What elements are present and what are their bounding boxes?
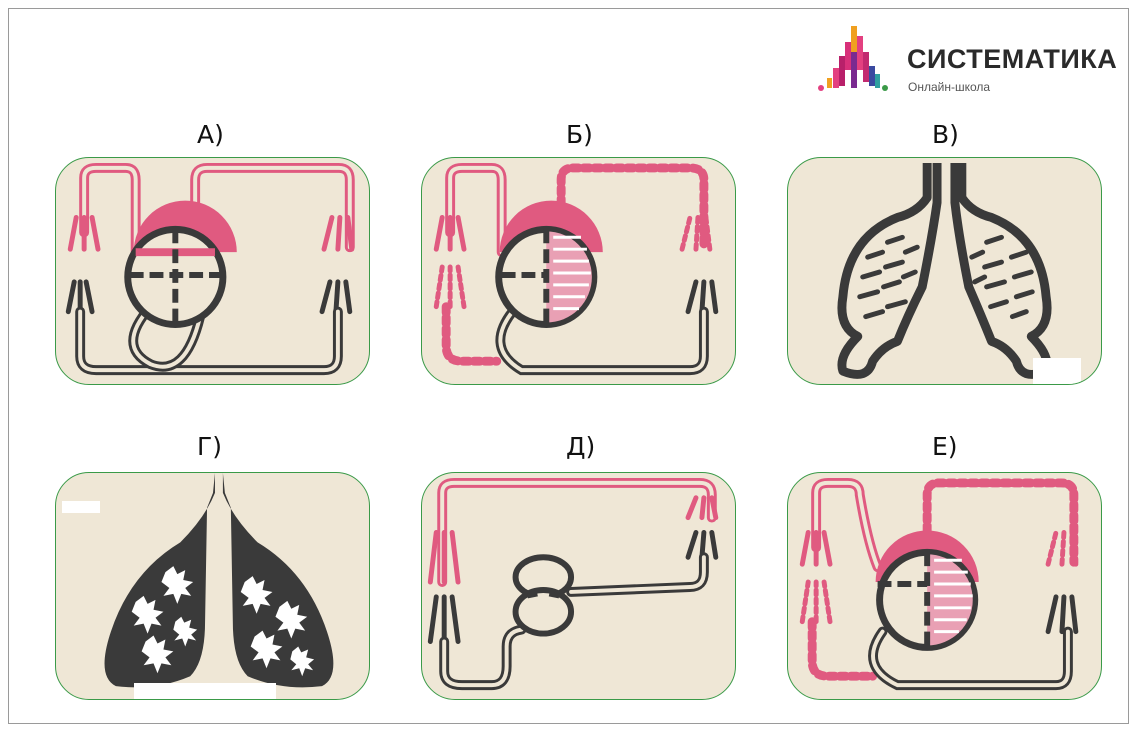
white-mask-d-top <box>62 501 100 513</box>
lungs-diagram-g <box>56 473 369 699</box>
brand-header: СИСТЕМАТИКА Онлайн-школа <box>815 22 1125 98</box>
panel-e-incomplete-septum-heart <box>787 472 1102 700</box>
panel-label-v: В) <box>932 120 959 149</box>
circulation-diagram-a <box>56 158 369 384</box>
brand-subtitle: Онлайн-школа <box>908 80 990 94</box>
panel-a-four-chamber-heart <box>55 157 370 385</box>
brand-name: СИСТЕМАТИКА <box>907 44 1117 75</box>
systematika-logo-icon <box>815 22 890 96</box>
panel-b-three-chamber-heart <box>421 157 736 385</box>
panel-g-complex-lungs <box>55 472 370 700</box>
panel-label-g: Г) <box>197 432 222 461</box>
white-mask-c <box>1033 358 1081 384</box>
lungs-diagram-v <box>788 158 1101 384</box>
panel-label-a: А) <box>197 120 224 149</box>
circulation-diagram-b <box>422 158 735 384</box>
circulation-diagram-d <box>422 473 735 699</box>
panel-label-e: Е) <box>932 432 958 461</box>
panel-label-b: Б) <box>566 120 593 149</box>
panel-d-two-chamber-heart <box>421 472 736 700</box>
panel-v-simple-lungs <box>787 157 1102 385</box>
circulation-diagram-e <box>788 473 1101 699</box>
white-mask-d-bottom <box>134 683 276 699</box>
panel-label-d: Д) <box>566 432 595 461</box>
